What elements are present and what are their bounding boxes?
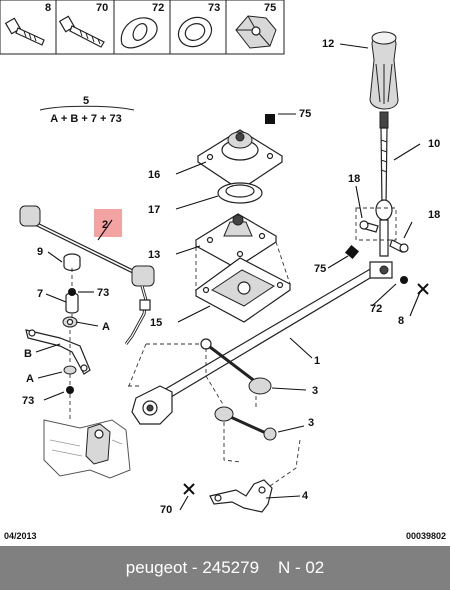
footer-page: N - 02 [277, 558, 325, 577]
callout-B[interactable]: B [24, 348, 32, 360]
bracket-4[interactable] [209, 479, 273, 513]
ring-73-marker-b [66, 386, 74, 394]
header-parts-strip: 8 70 72 73 75 [0, 0, 285, 55]
highlight-part-2[interactable] [94, 209, 122, 237]
callout-12[interactable]: 12 [322, 38, 334, 50]
header-ref-73: 73 [208, 2, 220, 14]
callout-15[interactable]: 15 [150, 317, 162, 329]
bolt-70-icon [58, 15, 105, 48]
mount-assembly-guide [195, 240, 291, 290]
callout-13[interactable]: 13 [148, 249, 160, 261]
callout-73-upper[interactable]: 73 [97, 287, 109, 299]
header-ref-75: 75 [264, 2, 276, 14]
spacer-9[interactable] [63, 253, 81, 272]
footer-bar: peugeot - 245279 N - 02 [0, 546, 450, 590]
footer-separator-1: - [187, 558, 203, 577]
base-plate-15[interactable] [194, 257, 292, 323]
header-ref-8: 8 [45, 2, 51, 14]
document-number: 00039802 [405, 531, 446, 541]
ring-73-marker-a [68, 288, 76, 296]
footer-brand: peugeot [125, 558, 188, 577]
bolt-18-lower[interactable] [389, 239, 409, 253]
header-cell-75[interactable] [225, 0, 285, 55]
callout-7[interactable]: 7 [37, 288, 43, 300]
callout-8[interactable]: 8 [398, 315, 404, 327]
callout-72[interactable]: 72 [370, 303, 382, 315]
callout-17[interactable]: 17 [148, 204, 160, 216]
clip-75-marker-a [265, 114, 275, 124]
callout-3-lower[interactable]: 3 [308, 417, 314, 429]
callout-73-lower[interactable]: 73 [22, 395, 34, 407]
bolt-18-upper[interactable] [359, 220, 379, 233]
callout-75-mid[interactable]: 75 [314, 263, 326, 275]
callout-75-top[interactable]: 75 [299, 108, 311, 120]
bolt-70-marker [183, 483, 195, 495]
bushing-72-marker [400, 276, 408, 284]
parts-diagram: 8 70 72 73 75 [0, 0, 440, 516]
linkage-guides [127, 343, 301, 487]
callout-70[interactable]: 70 [160, 504, 172, 516]
gear-lever-shaft-10[interactable] [375, 111, 393, 257]
callout-4[interactable]: 4 [302, 490, 309, 502]
clip-75-icon [235, 15, 277, 49]
selector-linkage-1[interactable] [131, 261, 393, 425]
callout-10[interactable]: 10 [428, 138, 440, 150]
nut-A-upper[interactable] [62, 316, 78, 328]
callout-1[interactable]: 1 [314, 355, 320, 367]
gear-knob-12[interactable] [369, 31, 399, 110]
callout-A-upper[interactable]: A [102, 321, 110, 333]
leader-lines [35, 43, 421, 511]
ring-73-icon [177, 16, 213, 48]
left-stack-guide [69, 268, 73, 420]
kit-formula: 5 A + B + 7 + 73 [39, 95, 135, 125]
callout-18-lower[interactable]: 18 [428, 209, 440, 221]
mount-13[interactable] [194, 213, 278, 269]
clip-75-marker-b [344, 244, 360, 260]
callout-labels: 12 75 10 16 17 18 18 2 13 9 75 7 73 A 72… [22, 38, 440, 516]
footer-part-number: 245279 [202, 558, 260, 577]
formula-bottom: A + B + 7 + 73 [50, 113, 121, 125]
callout-A-lower[interactable]: A [26, 373, 34, 385]
selector-rod-2[interactable] [19, 205, 155, 345]
gearbox-housing [43, 419, 131, 479]
callout-16[interactable]: 16 [148, 169, 160, 181]
shaft-bracket-guide [355, 207, 397, 241]
date-code: 04/2013 [4, 531, 37, 541]
callout-2[interactable]: 2 [102, 219, 108, 231]
callout-9[interactable]: 9 [37, 246, 43, 258]
callout-3-upper[interactable]: 3 [312, 385, 318, 397]
mount-16[interactable] [196, 129, 284, 191]
formula-top: 5 [83, 95, 89, 107]
nut-A-lower[interactable] [63, 365, 77, 375]
ring-17[interactable] [217, 182, 263, 204]
footer-separator-2 [259, 558, 278, 578]
lever-B[interactable] [25, 329, 91, 375]
link-rod-lower[interactable] [214, 406, 277, 441]
bushing-3-upper[interactable] [248, 377, 272, 395]
callout-18-upper[interactable]: 18 [348, 173, 360, 185]
bolt-8-icon [4, 17, 45, 46]
bushing-72-icon [120, 17, 158, 49]
header-ref-70: 70 [96, 2, 108, 14]
header-ref-72: 72 [152, 2, 164, 14]
